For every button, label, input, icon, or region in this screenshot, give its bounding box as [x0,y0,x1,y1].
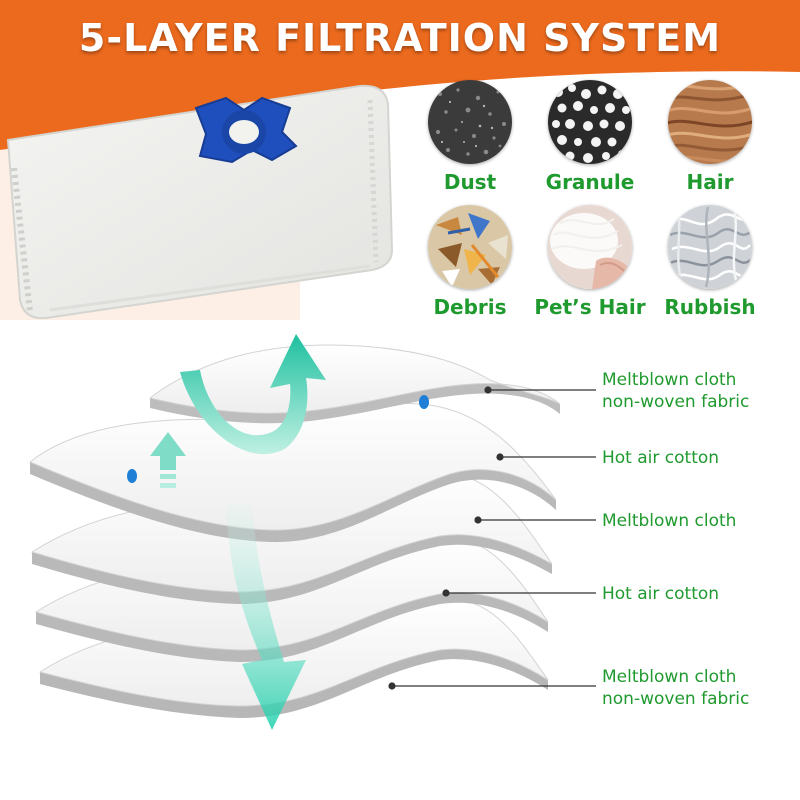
page-title: 5-LAYER FILTRATION SYSTEM [78,16,722,60]
airflow-down-arrow-icon [226,505,306,730]
layer-label-line: Meltblown cloth [602,667,737,687]
bag-collar-icon [194,96,298,164]
material-label: Granule [545,170,635,194]
dust-icon [428,80,512,164]
layer-label-4: Hot air cotton [602,583,719,605]
material-label: Dust [443,170,497,194]
hair-icon [668,80,752,164]
material-granule: Granule [520,80,660,194]
layer-label-line: Meltblown cloth [602,511,737,531]
layer-label-line: Hot air cotton [602,584,720,604]
layer-label-2: Hot air cotton [602,447,719,469]
rubbish-icon [668,205,752,289]
material-pet-hair: Pet’s Hair [520,205,660,319]
bag-body [6,84,394,320]
material-hair: Hair [640,80,780,194]
material-label: Debris [433,295,507,319]
pet-hair-icon [548,205,632,289]
material-rubbish: Rubbish [640,205,780,319]
layer-label-line: Hot air cotton [602,448,720,468]
debris-icon [428,205,512,289]
material-dust: Dust [400,80,540,194]
layer-label-line: Meltblown cloth [602,370,737,390]
material-label: Hair [686,170,734,194]
layer-label-5: Meltblown cloth non-woven fabric [602,666,749,710]
material-label: Rubbish [664,295,756,319]
layer-label-3: Meltblown cloth [602,510,736,532]
leader-lines [388,386,596,690]
layer-label-line: non-woven fabric [602,689,750,709]
layer-label-line: non-woven fabric [602,392,750,412]
material-debris: Debris [400,205,540,319]
airflow-up-arrow-icon [150,432,186,488]
layer-label-1: Meltblown cloth non-woven fabric [602,369,749,413]
material-label: Pet’s Hair [534,295,646,319]
airflow-curve-arrow-icon [180,334,326,455]
